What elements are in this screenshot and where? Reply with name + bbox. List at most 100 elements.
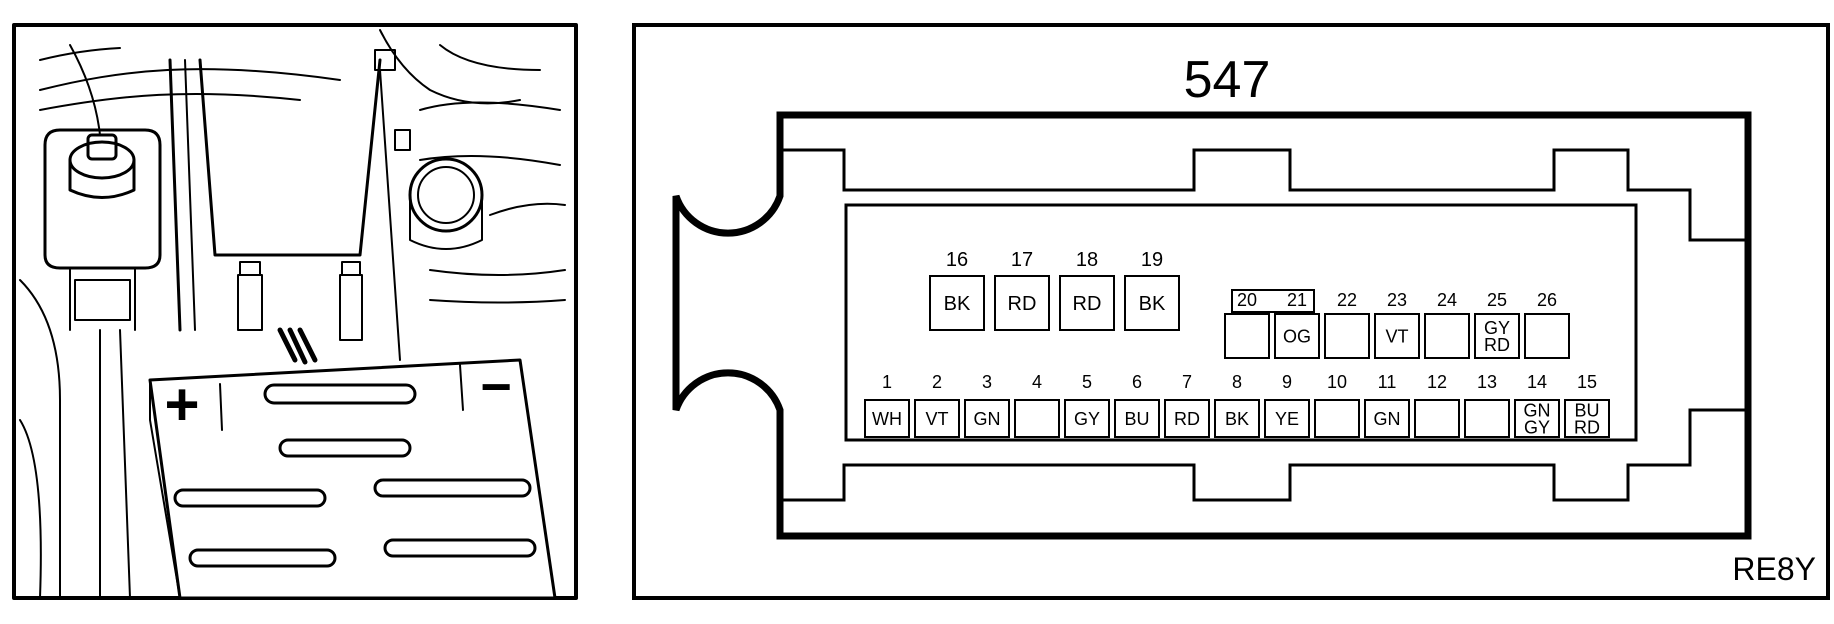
wire-color: YE <box>1275 409 1299 429</box>
reservoir-cap <box>408 157 484 233</box>
pin-number: 7 <box>1182 372 1192 392</box>
wire-color: RD <box>1008 293 1037 315</box>
pin-cavity <box>1324 313 1370 359</box>
pin-number: 20 <box>1237 290 1257 310</box>
battery-minus-symbol: − <box>480 357 512 417</box>
pin-number: 4 <box>1032 372 1042 392</box>
pin-cavity <box>1274 313 1320 359</box>
middle-pin-22: 22 <box>1324 290 1370 359</box>
pin-number: 18 <box>1076 249 1098 271</box>
pin-cavity <box>1264 399 1310 438</box>
lower-pin-4: 4 <box>1014 372 1060 438</box>
wire-color: GN <box>974 409 1001 429</box>
lower-pin-2: 2VT <box>914 372 960 438</box>
location-illustration <box>12 23 578 600</box>
pin-cavity <box>1164 399 1210 438</box>
pin-cavity <box>1059 275 1115 331</box>
pin-number: 12 <box>1427 372 1447 392</box>
pin-cavity <box>1224 313 1270 359</box>
pin-number: 17 <box>1011 249 1033 271</box>
pin-cavity <box>1014 399 1060 438</box>
wire-color: BK <box>1225 409 1249 429</box>
pin-cavity <box>1214 399 1260 438</box>
wire-color: RD <box>1174 409 1200 429</box>
pin-cavity <box>994 275 1050 331</box>
connector-number: 547 <box>1184 51 1271 109</box>
pin-number: 9 <box>1282 372 1292 392</box>
pin-number: 5 <box>1082 372 1092 392</box>
pin-cavity <box>1524 313 1570 359</box>
middle-pin-24: 24 <box>1424 290 1470 359</box>
lower-pin-13: 13 <box>1464 372 1510 438</box>
pin-cavity <box>1424 313 1470 359</box>
wire-color: GN <box>1374 409 1401 429</box>
pin-number: 22 <box>1337 290 1357 310</box>
pin-cavity <box>1064 399 1110 438</box>
pin-number: 8 <box>1232 372 1242 392</box>
pin-cavity <box>929 275 985 331</box>
wire-color: BK <box>1139 293 1166 315</box>
wire-color: GY <box>1074 409 1100 429</box>
pin-number: 13 <box>1477 372 1497 392</box>
lower-pin-12: 12 <box>1414 372 1460 438</box>
wire-color: WH <box>872 409 902 429</box>
pin-number: 11 <box>1378 372 1397 392</box>
pin-number: 14 <box>1527 372 1547 392</box>
pin-cavity <box>1564 399 1610 438</box>
pin-number: 2 <box>932 372 942 392</box>
pin-number: 26 <box>1537 290 1557 310</box>
connector-panel-frame <box>632 23 1830 600</box>
wire-color: VT <box>925 409 948 429</box>
connector-insert <box>844 203 1638 442</box>
pin-cavity <box>1124 275 1180 331</box>
lower-pin-3: 3GN <box>964 372 1010 438</box>
wire-color: OG <box>1283 326 1311 346</box>
wire-color: VT <box>1385 326 1408 346</box>
pin-cavity <box>1464 399 1510 438</box>
lower-pin-6: 6BU <box>1114 372 1160 438</box>
wire-color: BK <box>944 293 971 315</box>
battery-plus-symbol: + <box>164 371 199 438</box>
middle-pin-26: 26 <box>1524 290 1570 359</box>
lower-pin-7: 7RD <box>1164 372 1210 438</box>
pin-number: 23 <box>1387 290 1407 310</box>
pin-cavity <box>1474 313 1520 359</box>
pin-number: 3 <box>982 372 992 392</box>
pin-number: 10 <box>1327 372 1347 392</box>
pin-number: 15 <box>1577 372 1597 392</box>
wire-color: BU <box>1124 409 1149 429</box>
pin-number: 1 <box>882 372 892 392</box>
pin-cavity <box>964 399 1010 438</box>
pin-number: 6 <box>1132 372 1142 392</box>
lower-pin-1: 1WH <box>864 372 910 438</box>
pin-cavity <box>1314 399 1360 438</box>
pin-cavity <box>1114 399 1160 438</box>
lower-pin-10: 10 <box>1314 372 1360 438</box>
lower-pin-9: 9YE <box>1264 372 1310 438</box>
pin-cavity <box>1514 399 1560 438</box>
pin-cavity <box>1414 399 1460 438</box>
middle-pin-20: 20 <box>1224 290 1270 359</box>
pin-cavity <box>1364 399 1410 438</box>
reference-code: RE8Y <box>1732 551 1816 587</box>
fluid-reservoir <box>43 128 162 270</box>
connector-housing <box>672 111 1752 540</box>
pin-cavity <box>864 399 910 438</box>
lower-pin-8: 8BK <box>1214 372 1260 438</box>
wire-color: RD <box>1073 293 1102 315</box>
